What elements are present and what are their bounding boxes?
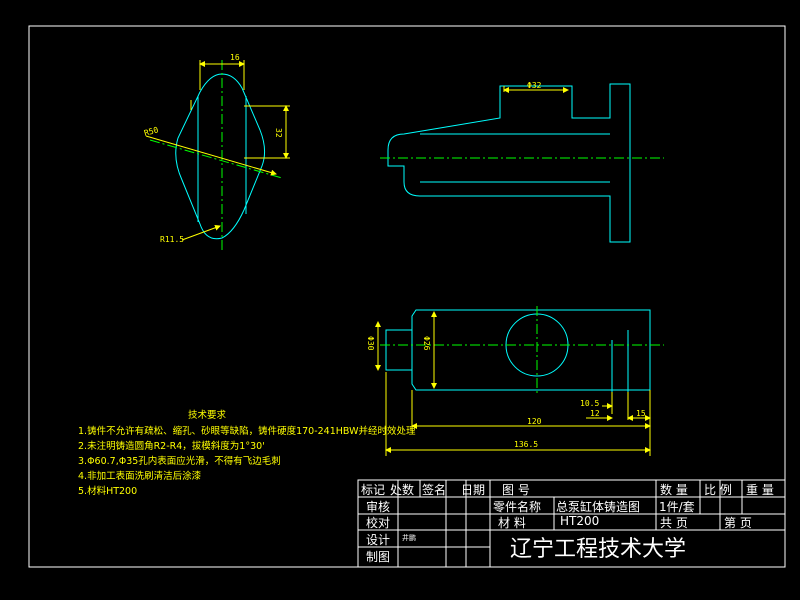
dim-120-label: 120 xyxy=(527,417,542,426)
dim-10-5-label: 10.5 xyxy=(580,399,599,408)
body-outline xyxy=(387,83,631,243)
tb-chushu: 处数 xyxy=(390,482,414,497)
title-block-text: 标记 处数 签名 日期 图 号 数 量 比 例 重 量 审核 零件名称 总泵缸体… xyxy=(361,482,774,564)
note-line-4: 4.非加工表面洗刷清洁后涂漆 xyxy=(78,470,202,482)
dim-136-5-label: 136.5 xyxy=(514,440,538,449)
radius-large-label: R50 xyxy=(143,125,160,138)
oval-centerline-diag xyxy=(149,139,283,179)
tb-shuliang: 数 量 xyxy=(660,482,688,497)
tb-sheji: 设计 xyxy=(366,533,390,547)
title-block-frame xyxy=(357,479,786,568)
tb-page-no: 第 页 xyxy=(724,516,752,530)
tb-designer: 井鹏 xyxy=(402,533,416,542)
tb-school: 辽宁工程技术大学 xyxy=(510,537,686,562)
tb-quantity: 1件/套 xyxy=(659,500,695,514)
oval-outline xyxy=(175,73,266,240)
technical-notes: 技术要求 1.铸件不允许有疏松、缩孔、砂眼等缺陷，铸件硬度170-241HBW并… xyxy=(78,409,416,497)
tb-material-label: 材 料 xyxy=(498,516,526,530)
notes-title: 技术要求 xyxy=(188,409,227,421)
tb-material: HT200 xyxy=(560,514,599,528)
tb-total-pages: 共 页 xyxy=(660,516,688,530)
tb-qianming: 签名 xyxy=(422,482,446,497)
title-block xyxy=(357,479,786,568)
note-line-3: 3.Φ60.7,Φ35孔内表面应光滑，不得有飞边毛刺 xyxy=(78,455,281,467)
oval-view: 16 R50 32 R11.5 xyxy=(143,53,290,250)
radius-small-label: R11.5 xyxy=(160,235,184,244)
front-large-dia-label: Φ26 xyxy=(422,336,431,351)
dim-15-label: 15 xyxy=(636,409,646,418)
note-line-5: 5.材料HT200 xyxy=(78,485,137,497)
elevation-view: Φ32 xyxy=(380,81,664,243)
r50-leader xyxy=(145,135,277,176)
tb-bili: 比 例 xyxy=(704,483,732,497)
flange-dia-label: Φ32 xyxy=(527,81,542,90)
top-width-label: 16 xyxy=(230,53,240,62)
tb-shenhe: 审核 xyxy=(366,499,390,514)
note-line-1: 1.铸件不允许有疏松、缩孔、砂眼等缺陷，铸件硬度170-241HBW并经时效处理 xyxy=(78,425,416,437)
tb-zhongliang: 重 量 xyxy=(746,483,774,497)
tb-biaoji: 标记 xyxy=(361,483,385,497)
height-right-label: 32 xyxy=(274,128,283,138)
dim-12-label: 12 xyxy=(590,409,600,418)
tb-part-name: 总泵缸体铸造图 xyxy=(556,499,640,514)
tb-jiaodui: 校对 xyxy=(366,515,390,530)
tb-zhitu: 制图 xyxy=(366,550,390,564)
tb-tuhao: 图 号 xyxy=(502,483,530,497)
r11-leader xyxy=(181,224,221,241)
tb-riqi: 日期 xyxy=(461,483,485,497)
front-view: Φ30 Φ26 10.5 12 15 120 136.5 xyxy=(366,306,664,456)
note-line-2: 2.未注明铸造圆角R2-R4，拔模斜度为1°30' xyxy=(78,440,265,452)
tb-part-name-label: 零件名称 xyxy=(493,499,541,514)
front-small-dia-label: Φ30 xyxy=(366,336,375,351)
